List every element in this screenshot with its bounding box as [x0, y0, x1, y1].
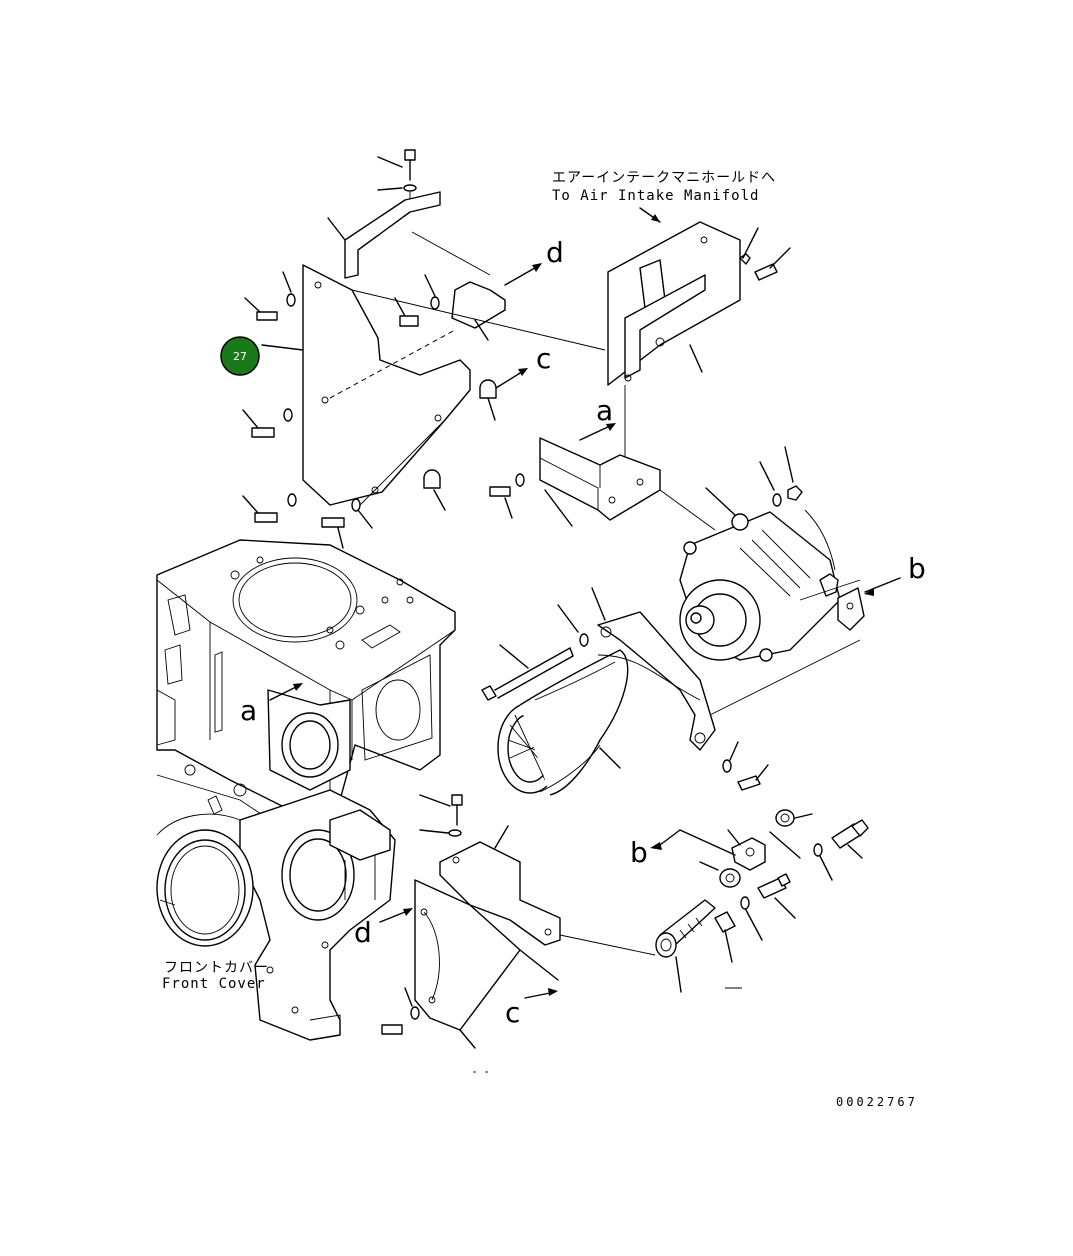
connector-label-d-top: d	[546, 236, 564, 269]
air-intake-note: エアーインテークマニホールドへ To Air Intake Manifold	[552, 170, 776, 223]
drawing-code: 00022767	[836, 1095, 918, 1109]
air-intake-note-en: To Air Intake Manifold	[552, 188, 759, 204]
part-callout-number: 27	[233, 350, 247, 363]
connector-label-d-bottom: d	[354, 916, 372, 949]
front-cover: フロントカバー Front Cover	[156, 764, 396, 1041]
bracket-b-right: b	[699, 552, 926, 721]
adjusting-parts-b: b	[630, 809, 869, 993]
connector-label-c-top: c	[536, 342, 551, 375]
collar-lower	[321, 469, 446, 549]
connector-label-a-top: a	[596, 394, 613, 427]
bracket-plate-27	[242, 264, 471, 523]
spacer-block: d	[394, 236, 564, 341]
connector-label-b-bottom: b	[630, 836, 648, 869]
engine-block: a	[156, 539, 456, 821]
front-cover-label-en: Front Cover	[162, 976, 266, 992]
part-callout-balloon[interactable]	[220, 336, 260, 376]
long-bolt-assembly	[481, 587, 769, 791]
connector-label-b-right: b	[908, 552, 926, 585]
lower-plate: d c	[354, 879, 559, 1049]
air-intake-note-jp: エアーインテークマニホールドへ	[552, 170, 776, 186]
manifold-bracket	[351, 221, 791, 465]
pulley-and-belt	[497, 649, 701, 796]
connector-label-a-left: a	[240, 694, 257, 727]
part-callout-27[interactable]: 27	[220, 336, 260, 376]
alternator	[679, 446, 861, 662]
connector-label-c-bottom: c	[505, 996, 520, 1029]
upper-bracket-assembly	[327, 149, 491, 279]
lower-bracket-assembly	[419, 794, 656, 956]
front-cover-label-jp: フロントカバー	[164, 960, 269, 976]
collar-c-upper: c	[479, 342, 551, 421]
channel-bracket: a	[489, 394, 716, 531]
